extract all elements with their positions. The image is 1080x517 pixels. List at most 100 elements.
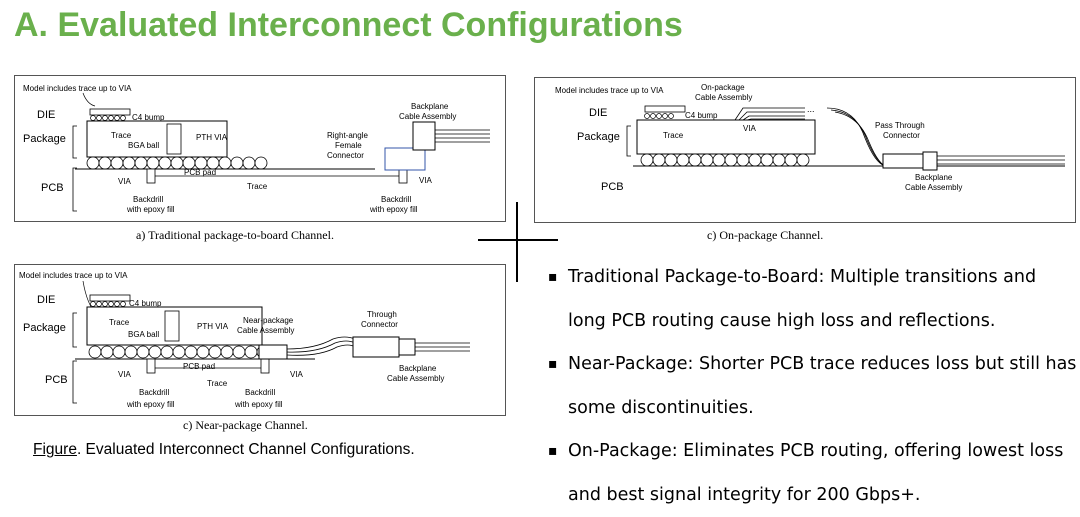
pcb-via-left — [146, 358, 156, 374]
diagram-traditional-channel: Model includes trace up to VIA DIE Packa… — [14, 75, 506, 222]
backplane-label-2: Cable Assembly — [399, 112, 456, 121]
backplane-label-1: Backplane — [915, 173, 953, 182]
bga-balls — [88, 345, 270, 359]
model-note: Model includes trace up to VIA — [23, 84, 132, 93]
backplane-connector — [412, 121, 436, 151]
package-substrate — [636, 119, 816, 155]
backdrill-left-sub: with epoxy fill — [126, 400, 175, 409]
via-right-label: VIA — [290, 370, 304, 379]
figure-caption-label: Figure — [33, 441, 77, 458]
via-right-label: VIA — [419, 176, 433, 185]
figure-caption-text: . Evaluated Interconnect Channel Configu… — [76, 441, 415, 458]
right-angle-connector — [384, 147, 426, 171]
pth-label: PTH VIA — [196, 133, 228, 142]
diagram-near-package-channel: Model includes trace up to VIA DIE Packa… — [14, 264, 506, 416]
bga-balls — [86, 156, 268, 170]
bullet-near-package: Near-Package: Shorter PCB trace reduces … — [548, 343, 1078, 430]
near-package-cables — [286, 336, 356, 356]
near-package-connector — [258, 344, 288, 360]
die-block — [644, 105, 686, 113]
backplane-label-1: Backplane — [399, 364, 437, 373]
bullet-on-package: On-Package: Eliminates PCB routing, offe… — [548, 430, 1078, 517]
right-angle-label-1: Right-angle — [327, 131, 368, 140]
on-package-label-1: On-package — [701, 83, 745, 92]
pcb-label: PCB — [41, 182, 64, 194]
pcb-pad-label: PCB pad — [184, 168, 216, 177]
pth-via — [164, 310, 180, 342]
backplane-label-2: Cable Assembly — [905, 183, 962, 192]
on-package-label-2: Cable Assembly — [695, 93, 752, 102]
right-angle-label-3: Connector — [327, 151, 364, 160]
backplane-connector — [398, 338, 416, 356]
near-package-label-1: Near-package — [243, 316, 294, 325]
backplane-connector — [922, 151, 938, 171]
backplane-label-2: Cable Assembly — [387, 374, 444, 383]
bga-balls — [640, 153, 810, 167]
near-package-label-2: Cable Assembly — [237, 326, 294, 335]
pcb-via-right — [398, 168, 408, 184]
backplane-cables — [435, 129, 490, 143]
backdrill-left-sub: with epoxy fill — [126, 205, 175, 214]
die-label: DIE — [589, 107, 607, 119]
through-label-2: Connector — [361, 320, 398, 329]
c4-bumps — [90, 115, 126, 121]
pth-via — [166, 123, 182, 155]
on-package-channel-drawing: Model includes trace up to VIA DIE Packa… — [555, 83, 1065, 193]
trace-pkg-label: Trace — [109, 318, 130, 327]
bga-label: BGA ball — [128, 141, 159, 150]
package-label: Package — [23, 322, 66, 334]
c4-label: C4 bump — [129, 299, 162, 308]
pass-through-connector — [882, 153, 924, 169]
package-label: Package — [577, 131, 620, 143]
backdrill-right-label: Backdrill — [245, 388, 275, 397]
model-note-leader — [82, 92, 96, 107]
traditional-caption: a) Traditional package-to-board Channel. — [136, 228, 334, 242]
figure-caption: Figure. Evaluated Interconnect Channel C… — [33, 441, 415, 459]
backplane-cables — [415, 342, 470, 352]
bga-label: BGA ball — [128, 330, 159, 339]
c4-bumps — [644, 113, 674, 119]
backplane-cables — [937, 155, 1065, 165]
page-title: A. Evaluated Interconnect Configurations — [14, 6, 683, 44]
pcb-label: PCB — [45, 374, 68, 386]
bullet-traditional: Traditional Package-to-Board: Multiple t… — [548, 256, 1078, 343]
die-label: DIE — [37, 109, 55, 121]
near-package-caption: c) Near-package Channel. — [183, 418, 308, 432]
backplane-label-1: Backplane — [411, 102, 449, 111]
divider-horizontal — [478, 239, 558, 241]
cable-break-dots: ... — [807, 104, 815, 114]
pcb-label: PCB — [601, 181, 624, 193]
on-package-cables — [734, 107, 890, 169]
summary-bullets: Traditional Package-to-Board: Multiple t… — [548, 256, 1078, 517]
traditional-channel-drawing: Model includes trace up to VIA DIE Packa… — [23, 84, 490, 214]
near-package-channel-drawing: Model includes trace up to VIA DIE Packa… — [19, 271, 470, 409]
pass-through-label-1: Pass Through — [875, 121, 925, 130]
via-left-label: VIA — [118, 177, 132, 186]
backdrill-left-label: Backdrill — [133, 195, 163, 204]
model-note: Model includes trace up to VIA — [19, 271, 128, 280]
c4-label: C4 bump — [132, 113, 165, 122]
backdrill-right-label: Backdrill — [381, 195, 411, 204]
backdrill-right-sub: with epoxy fill — [234, 400, 283, 409]
backdrill-left-label: Backdrill — [139, 388, 169, 397]
pass-through-label-2: Connector — [883, 131, 920, 140]
pcb-via-left — [146, 168, 156, 184]
backdrill-right-sub: with epoxy fill — [369, 205, 418, 214]
die-label: DIE — [37, 294, 55, 306]
divider-vertical — [516, 202, 518, 282]
die-block — [89, 294, 131, 302]
via-label: VIA — [743, 124, 757, 133]
trace-pkg-label: Trace — [663, 131, 684, 140]
model-note: Model includes trace up to VIA — [555, 86, 664, 95]
package-substrate — [86, 120, 228, 158]
pcb-via-right — [260, 358, 270, 374]
right-angle-label-2: Female — [335, 141, 362, 150]
c4-bumps — [90, 301, 126, 307]
on-package-caption: c) On-package Channel. — [707, 228, 824, 242]
via-left-label: VIA — [118, 370, 132, 379]
through-label-1: Through — [367, 310, 397, 319]
trace-pcb-label: Trace — [207, 379, 228, 388]
die-block — [89, 108, 131, 116]
package-label: Package — [23, 133, 66, 145]
pth-label: PTH VIA — [197, 322, 229, 331]
